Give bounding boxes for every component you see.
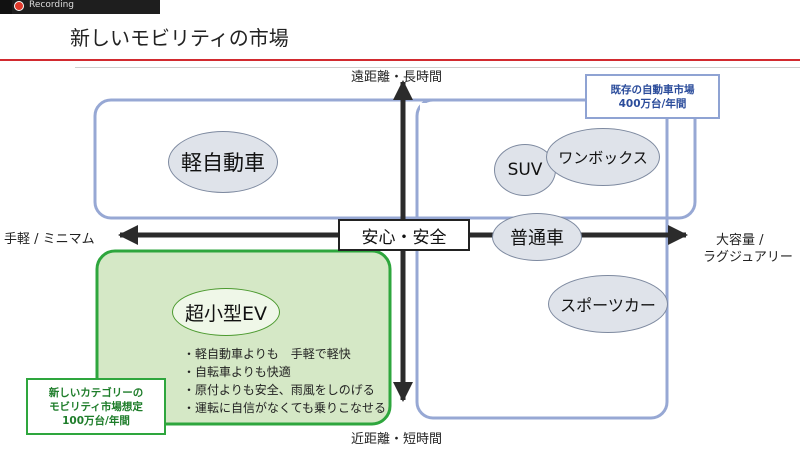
recording-label: Recording: [29, 0, 75, 10]
new-market-note: 新しいカテゴリーの モビリティ市場想定 100万台/年間: [26, 378, 166, 435]
axis-label-left: 手軽 / ミニマム: [4, 232, 95, 247]
kei-car-bubble: 軽自動車: [168, 131, 278, 193]
title-accent-rule: [0, 59, 800, 61]
micro-ev-feature-list: ・軽自動車よりも 手軽で軽快 ・自転車よりも快適 ・原付よりも安全、雨風をしのげ…: [183, 345, 386, 417]
standard-car-bubble: 普通車: [492, 213, 582, 261]
new-market-region: [95, 249, 392, 426]
title-divider: [75, 67, 800, 68]
recording-corner: [0, 0, 12, 14]
sports-car-bubble: スポーツカー: [548, 275, 668, 333]
existing-market-note-line1: 既存の自動車市場: [610, 83, 695, 96]
record-dot-icon: [14, 1, 24, 11]
one-box-bubble: ワンボックス: [546, 128, 660, 186]
safety-center-label: 安心・安全: [338, 219, 470, 251]
new-market-note-line3: 100万台/年間: [62, 414, 130, 427]
axis-label-right-line2: ラグジュアリー: [703, 250, 793, 265]
new-market-note-line1: 新しいカテゴリーの: [48, 386, 144, 399]
existing-market-right-region: [415, 98, 669, 420]
feature-item: ・自転車よりも快適: [183, 365, 291, 379]
axis-label-top: 遠距離・長時間: [351, 70, 443, 85]
feature-item: ・運転に自信がなくても乗りこなせる: [183, 401, 387, 415]
slide-title: 新しいモビリティの市場: [70, 26, 289, 50]
recording-bar: [0, 0, 160, 14]
feature-item: ・原付よりも安全、雨風をしのげる: [183, 383, 375, 397]
axis-label-right-line1: 大容量 /: [716, 233, 764, 248]
micro-ev-bubble: 超小型EV: [172, 288, 280, 336]
suv-bubble: SUV: [494, 144, 556, 196]
axis-label-bottom: 近距離・短時間: [351, 432, 443, 447]
feature-item: ・軽自動車よりも 手軽で軽快: [183, 347, 351, 361]
existing-market-note-line2: 400万台/年間: [618, 97, 687, 110]
existing-market-note: 既存の自動車市場 400万台/年間: [585, 74, 720, 119]
new-market-note-line2: モビリティ市場想定: [49, 400, 143, 413]
